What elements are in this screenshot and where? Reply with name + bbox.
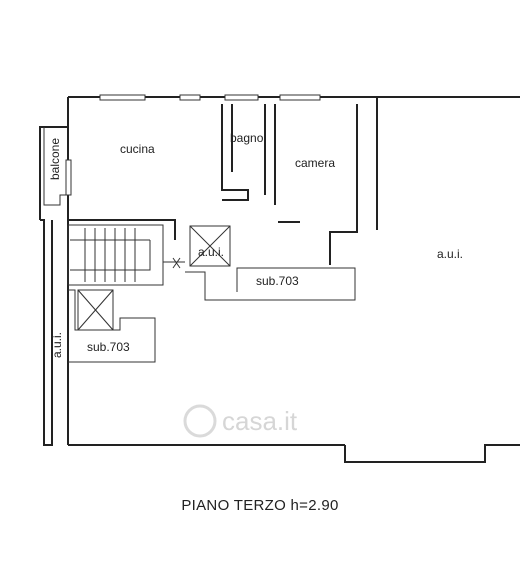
- stair-treads: [84, 228, 136, 282]
- staircase: [67, 224, 164, 286]
- elevator-center: [189, 225, 231, 267]
- windows: [65, 94, 321, 196]
- watermark: casa.it: [183, 404, 298, 438]
- room-label-cucina: cucina: [120, 142, 155, 156]
- outer-walls: [40, 96, 520, 463]
- room-label-bagno: bagno: [230, 131, 264, 145]
- room-label-aui-right: a.u.i.: [437, 247, 463, 261]
- window: [224, 94, 259, 101]
- room-label-balcone: balcone: [48, 138, 62, 180]
- room-label-camera: camera: [295, 156, 335, 170]
- balcony: [39, 126, 68, 220]
- watermark-text: casa.it: [222, 406, 298, 436]
- room-label-sub-left: sub.703: [87, 340, 130, 354]
- window: [65, 159, 72, 196]
- window: [99, 94, 146, 101]
- room-label-aui-left: a.u.i.: [50, 332, 64, 358]
- common-areas: [68, 257, 356, 363]
- window: [179, 94, 201, 101]
- room-label-sub-center: sub.703: [256, 274, 299, 288]
- interior-walls: [68, 97, 378, 265]
- elevator-left: [77, 289, 114, 331]
- floor-caption: PIANO TERZO h=2.90: [181, 497, 339, 514]
- room-label-aui-center: a.u.i.: [198, 245, 224, 259]
- watermark-logo-icon: [183, 404, 217, 438]
- window: [279, 94, 321, 101]
